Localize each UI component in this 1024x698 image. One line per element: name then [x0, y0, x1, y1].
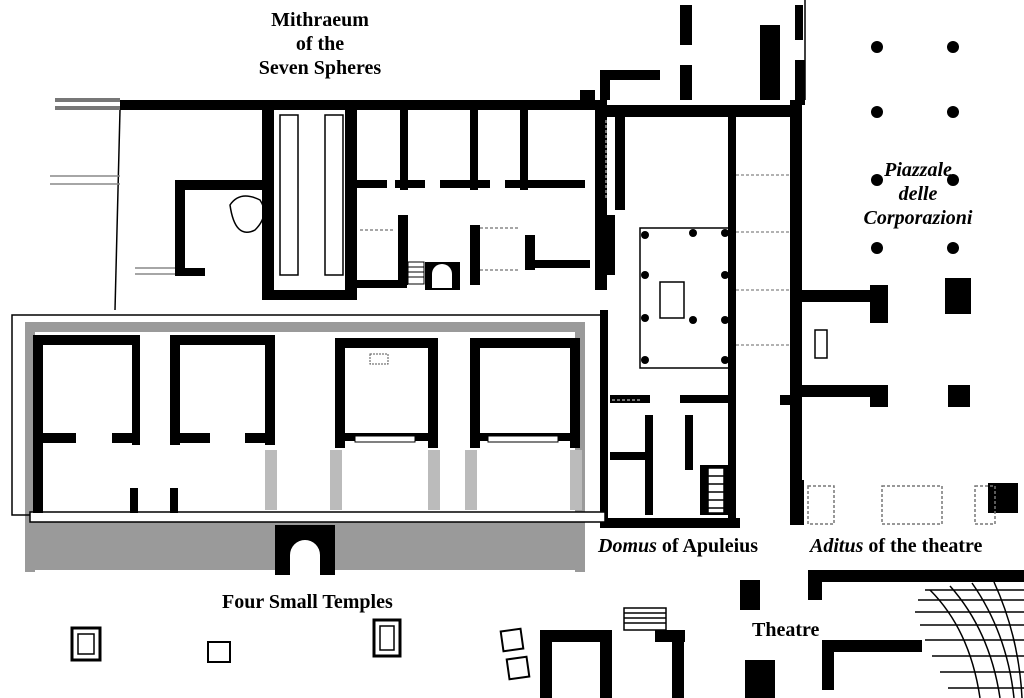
label-aditus-rest: of the theatre	[863, 535, 983, 557]
theatre-walls	[740, 570, 1024, 698]
temples-outlines	[11, 314, 608, 523]
label-piazzale-line2: delle	[898, 183, 938, 205]
apse-shrine	[407, 261, 460, 290]
label-mithraeum-line3: Seven Spheres	[258, 57, 382, 79]
label-domus-italic: Domus	[598, 535, 657, 557]
label-piazzale: Piazzale delle Corporazioni	[848, 158, 988, 230]
label-mithraeum-line2: of the	[295, 33, 345, 55]
aditus-outlines	[804, 0, 996, 525]
label-aditus: Aditus of the theatre	[810, 534, 982, 558]
bottom-center-walls	[540, 630, 685, 698]
upper-complex-outlines	[50, 109, 520, 311]
temples-details	[265, 353, 582, 575]
bottom-small-structures	[70, 618, 531, 681]
piazzale-walls	[790, 285, 1018, 525]
label-mithraeum-line1: Mithraeum	[271, 9, 369, 31]
piazzale-columns	[871, 41, 971, 407]
bottom-stairs	[623, 607, 667, 631]
label-domus-rest: of Apuleius	[656, 535, 759, 557]
label-mithraeum: Mithraeum of the Seven Spheres	[250, 8, 390, 80]
theatre-cavea	[915, 581, 1024, 698]
label-four-temples: Four Small Temples	[222, 591, 393, 613]
domus-walls	[600, 5, 805, 528]
domus-outlines	[605, 120, 828, 514]
label-piazzale-line3: Corporazioni	[863, 207, 973, 229]
label-aditus-italic: Aditus	[810, 535, 864, 557]
domus-columns	[641, 229, 729, 364]
label-domus: Domus of Apuleius	[598, 534, 758, 558]
upper-complex-walls	[55, 70, 660, 300]
label-piazzale-line1: Piazzale	[884, 159, 952, 181]
label-theatre: Theatre	[752, 619, 820, 641]
